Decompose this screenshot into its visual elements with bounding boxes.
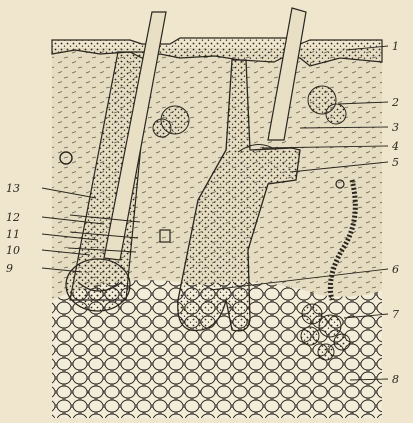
callout-6: 6 [392,263,399,276]
callout-1: 1 [392,40,399,53]
callout-5: 5 [392,156,399,169]
callout-10: 10 [6,244,20,257]
callout-8: 8 [392,373,399,386]
callout-4: 4 [391,140,399,153]
left-callout-numbers: 13 12 11 10 9 [6,182,20,275]
callout-9: 9 [6,262,13,275]
callout-12: 12 [6,211,20,224]
right-callout-numbers: 1 2 3 4 5 6 7 8 [391,40,399,386]
callout-11: 11 [6,228,20,241]
callout-3: 3 [392,121,399,134]
callout-2: 2 [391,96,399,109]
callout-7: 7 [392,308,399,321]
callout-13: 13 [6,182,20,195]
